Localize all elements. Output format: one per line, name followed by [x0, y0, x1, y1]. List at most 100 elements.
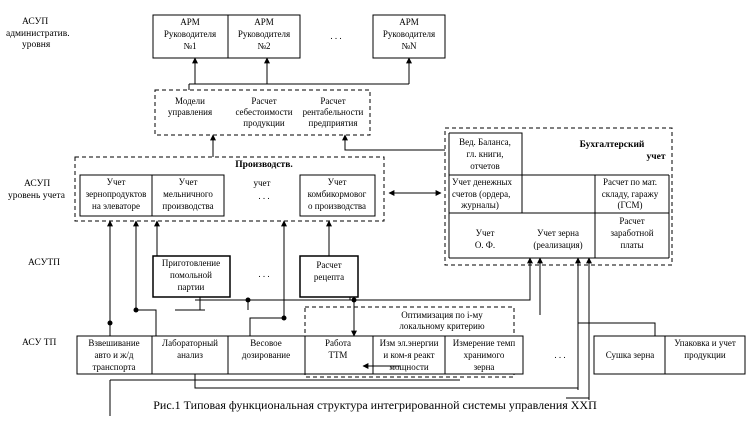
- svg-text:журналы): журналы): [460, 200, 499, 210]
- accounting-title-2: учет: [647, 152, 666, 162]
- models-group: Модели управления Расчет себестоимости п…: [154, 89, 371, 136]
- svg-text:АСУП: АСУП: [24, 179, 50, 189]
- svg-text:анализ: анализ: [177, 350, 203, 360]
- svg-text:заработной: заработной: [610, 228, 653, 238]
- svg-text:Расчет: Расчет: [251, 96, 276, 106]
- svg-text:Учет зерна: Учет зерна: [537, 228, 579, 238]
- svg-text:Измерение темп: Измерение темп: [453, 338, 516, 348]
- svg-text:предприятия: предприятия: [309, 118, 358, 128]
- svg-text:№2: №2: [257, 41, 270, 51]
- bottom-box-drying[interactable]: Сушка зерна: [593, 335, 666, 375]
- level-label-admin: АСУП административ. уровня: [6, 17, 70, 50]
- svg-text:административ.: административ.: [6, 29, 70, 39]
- svg-text:(ГСМ): (ГСМ): [617, 200, 642, 210]
- svg-text:гл. книги,: гл. книги,: [467, 149, 504, 159]
- svg-text:Расчет: Расчет: [320, 96, 345, 106]
- bottom-box-packing[interactable]: Упаковка и учет продукции: [664, 335, 746, 375]
- bottom-ellipsis: . . .: [554, 350, 565, 360]
- bottom-box-ttm[interactable]: Работа ТТМ: [325, 338, 351, 360]
- level-label-asutp-bottom: АСУ ТП: [22, 338, 57, 348]
- acc-cell-materials[interactable]: Расчет по мат. складу, гаражу (ГСМ): [602, 177, 659, 210]
- arm-ellipsis: . . .: [330, 31, 341, 41]
- arm-box-1[interactable]: АРМ Руководителя №1: [152, 14, 229, 59]
- svg-text:авто и ж/д: авто и ж/д: [95, 350, 134, 360]
- optimization-title-1: Оптимизация по i-му: [401, 310, 483, 320]
- svg-text:Учет: Учет: [328, 177, 347, 187]
- svg-text:Сушка зерна: Сушка зерна: [606, 350, 655, 360]
- svg-text:продукции: продукции: [243, 118, 285, 128]
- svg-text:себестоимости: себестоимости: [235, 107, 292, 117]
- svg-text:Вед. Баланса,: Вед. Баланса,: [459, 137, 511, 147]
- accounting-title-1: Бухгалтерский: [580, 139, 645, 150]
- svg-text:зернопродуктов: зернопродуктов: [86, 189, 147, 199]
- svg-text:Расчет: Расчет: [619, 216, 644, 226]
- svg-text:Руководителя: Руководителя: [238, 29, 290, 39]
- acc-cell-grain-sales[interactable]: Учет зерна (реализация): [533, 228, 582, 250]
- model-cost-calculation[interactable]: Расчет себестоимости продукции: [235, 96, 292, 128]
- svg-text:счетов (ордера,: счетов (ордера,: [452, 189, 510, 199]
- svg-text:на элеваторе: на элеваторе: [92, 201, 140, 211]
- svg-text:Лабораторный: Лабораторный: [162, 338, 218, 348]
- prod-box-elevator[interactable]: Учет зернопродуктов на элеваторе: [79, 174, 153, 217]
- asutp-box-recipe[interactable]: Расчет рецепта: [299, 255, 359, 298]
- bottom-box-energy[interactable]: Изм эл.энергии и ком-я реакт мощности: [380, 338, 439, 372]
- svg-text:производства: производства: [162, 201, 213, 211]
- production-title: Производств.: [235, 160, 292, 170]
- svg-text:помольной: помольной: [170, 270, 212, 280]
- arm-box-n[interactable]: АРМ Руководителя №N: [372, 14, 446, 59]
- bottom-box-lab[interactable]: Лабораторный анализ: [162, 338, 218, 360]
- production-uchet: учет: [254, 178, 271, 188]
- svg-text:Учет: Учет: [476, 228, 495, 238]
- svg-text:АСУП: АСУП: [22, 17, 48, 27]
- svg-text:Приготовление: Приготовление: [162, 258, 220, 268]
- figure-caption: Рис.1 Типовая функциональная структура и…: [153, 398, 597, 412]
- svg-text:уровня: уровня: [22, 40, 51, 50]
- svg-text:хранимого: хранимого: [464, 350, 505, 360]
- svg-text:мельничного: мельничного: [163, 189, 213, 199]
- svg-text:управления: управления: [168, 107, 212, 117]
- svg-text:платы: платы: [620, 240, 643, 250]
- svg-text:ТТМ: ТТМ: [329, 350, 348, 360]
- svg-text:Учет: Учет: [107, 177, 126, 187]
- svg-text:Изм эл.энергии: Изм эл.энергии: [380, 338, 439, 348]
- svg-text:Модели: Модели: [175, 96, 205, 106]
- model-profitability[interactable]: Расчет рентабельности предприятия: [303, 96, 364, 128]
- optimization-group: Оптимизация по i-му локальному критерию: [304, 306, 515, 378]
- svg-text:и ком-я реакт: и ком-я реакт: [383, 350, 434, 360]
- svg-text:о производства: о производства: [308, 201, 366, 211]
- asutp-box-batch[interactable]: Приготовление помольной партии: [152, 255, 231, 298]
- arm-box-2[interactable]: АРМ Руководителя №2: [227, 14, 301, 59]
- svg-text:(реализация): (реализация): [533, 240, 582, 250]
- bottom-box-weighing[interactable]: Взвешивание авто и ж/д транспорта: [88, 338, 139, 372]
- svg-text:партии: партии: [178, 282, 205, 292]
- svg-text:мощности: мощности: [389, 362, 429, 372]
- acc-cell-balance[interactable]: Вед. Баланса, гл. книги, отчетов: [459, 137, 511, 171]
- svg-text:Весовое: Весовое: [250, 338, 282, 348]
- asutp-ellipsis: . . .: [258, 269, 269, 279]
- model-management[interactable]: Модели управления: [168, 96, 212, 117]
- acc-cell-fixed-assets[interactable]: Учет О. Ф.: [475, 228, 495, 250]
- svg-text:Упаковка и учет: Упаковка и учет: [674, 338, 736, 348]
- connectors: [107, 58, 656, 416]
- prod-box-feed[interactable]: Учет комбикормовог о производства: [299, 174, 376, 217]
- svg-text:№1: №1: [183, 41, 196, 51]
- accounting-group: Бухгалтерский учет Вед. Баланса, гл. кни…: [444, 127, 673, 266]
- bottom-row: [76, 335, 524, 375]
- acc-cell-salary[interactable]: Расчет заработной платы: [610, 216, 653, 250]
- svg-text:складу, гаражу: складу, гаражу: [602, 189, 659, 199]
- svg-text:отчетов: отчетов: [470, 161, 499, 171]
- acc-cell-cash[interactable]: Учет денежных счетов (ордера, журналы): [452, 177, 513, 210]
- svg-text:Расчет по мат.: Расчет по мат.: [603, 177, 657, 187]
- level-label-account: АСУП уровень учета: [8, 179, 66, 201]
- prod-box-mill[interactable]: Учет мельничного производства: [151, 174, 225, 217]
- production-group: Производств. учет . . . Учет зернопродук…: [74, 156, 385, 222]
- svg-text:рентабельности: рентабельности: [303, 107, 364, 117]
- bottom-box-temperature[interactable]: Измерение темп хранимого зерна: [453, 338, 516, 372]
- svg-text:Учет денежных: Учет денежных: [452, 177, 513, 187]
- svg-text:комбикормовог: комбикормовог: [308, 189, 367, 199]
- svg-text:Руководителя: Руководителя: [164, 29, 216, 39]
- bottom-box-dosing[interactable]: Весовое дозирование: [242, 338, 290, 360]
- level-label-asutp-top: АСУТП: [28, 258, 60, 268]
